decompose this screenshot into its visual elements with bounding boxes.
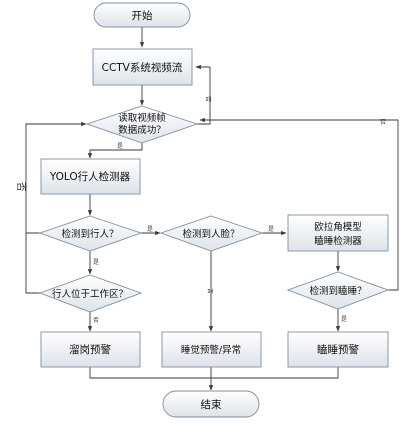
- edge-person-no-read: [25, 121, 87, 234]
- detect-face-decision: 检测到人脸？: [159, 215, 264, 252]
- sleep-warning-node: 睡觉预警/异常: [161, 331, 262, 368]
- connectors: [25, 27, 399, 391]
- start-node: 开始: [93, 2, 191, 28]
- euler-label-1: 欧拉角模型: [314, 221, 362, 233]
- doze-warning-node: 瞌睡预警: [287, 331, 389, 368]
- cctv-node: CCTV系统视频流: [92, 48, 193, 86]
- read-yes-label: 是: [117, 143, 123, 150]
- read-no-label: 否: [204, 96, 211, 102]
- euler-label-2: 瞌睡检测器: [314, 235, 362, 247]
- yolo-label: YOLO行人检测器: [49, 170, 131, 183]
- edge-read-no-cctv: [195, 64, 211, 125]
- face-yes-label: 是: [268, 226, 274, 233]
- edge-read-yes-yolo: [87, 143, 143, 159]
- leave-warning-node: 溜岗预警: [40, 331, 141, 368]
- person-yes-right-label: 是: [147, 226, 153, 233]
- read-frame-label-1: 读取视频帧: [118, 112, 166, 124]
- end-node: 结束: [162, 390, 260, 418]
- edge-work-no-loop: [25, 233, 40, 294]
- detect-person-decision: 检测到行人？: [38, 215, 143, 252]
- read-frame-decision: 读取视频帧 数据成功？: [85, 105, 199, 144]
- work-no-label: 否: [93, 317, 99, 324]
- cctv-label: CCTV系统视频流: [102, 61, 183, 74]
- person-yes-down-label: 是: [93, 259, 99, 266]
- detect-sleep-label: 检测到瞌睡？: [309, 285, 366, 297]
- edge-labels: 否 是 否 是 是 是 否 是 否 否: [15, 96, 386, 324]
- work-area-label: 行人位于工作区？: [52, 288, 128, 300]
- start-label: 开始: [132, 9, 153, 22]
- face-no-label: 否: [206, 288, 213, 294]
- euler-node: 欧拉角模型 瞌睡检测器: [287, 214, 389, 252]
- left-loop-no-label: 否: [15, 182, 26, 192]
- doze-warning-label: 瞌睡预警: [317, 343, 359, 356]
- sleep-yes-label: 是: [341, 316, 347, 323]
- leave-warning-label: 溜岗预警: [69, 343, 111, 356]
- yolo-node: YOLO行人检测器: [40, 158, 141, 195]
- sleep-no-label: 否: [380, 119, 386, 126]
- detect-sleep-decision: 检测到瞌睡？: [286, 271, 390, 310]
- detect-person-label: 检测到行人？: [61, 228, 118, 240]
- edge-detectsleep-no-read: [199, 117, 399, 291]
- work-area-decision: 行人位于工作区？: [38, 274, 143, 313]
- read-frame-label-2: 数据成功？: [118, 124, 166, 136]
- end-label: 结束: [201, 398, 222, 411]
- detect-face-label: 检测到人脸？: [182, 228, 239, 240]
- sleep-warning-label: 睡觉预警/异常: [181, 344, 241, 356]
- edge-leave-end: [89, 367, 339, 379]
